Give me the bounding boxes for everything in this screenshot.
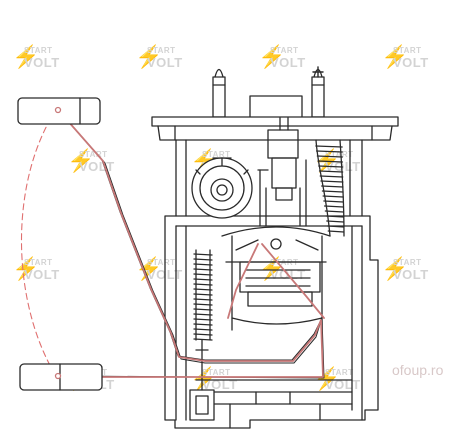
corrugated-hose — [315, 139, 345, 237]
plus-icon — [312, 66, 324, 78]
right-terminal — [311, 68, 325, 118]
return-hose — [193, 249, 213, 341]
float-arm — [55, 109, 325, 378]
pressure-regulator — [191, 157, 253, 219]
float-arm-rail — [53, 107, 325, 379]
float-lower — [19, 363, 103, 391]
connector-block — [249, 95, 303, 119]
pump-motor — [221, 226, 331, 331]
left-terminal — [212, 68, 226, 118]
float-upper-pivot — [54, 106, 62, 114]
site-watermark-text: ofoup.ro — [392, 362, 444, 378]
top-flange — [151, 116, 399, 141]
float-sweep-arc — [20, 109, 57, 377]
internal-harness — [257, 117, 307, 227]
float-lower-pivot — [54, 372, 62, 380]
lower-connector — [189, 339, 215, 421]
